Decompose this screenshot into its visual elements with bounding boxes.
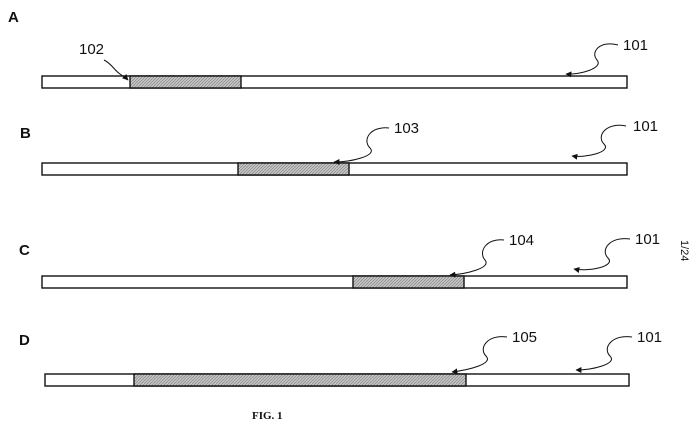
label-104: 104	[509, 232, 534, 249]
page-number: 1/24	[678, 240, 690, 261]
panel-b: B 103 101	[20, 118, 658, 176]
label-101-c: 101	[635, 231, 660, 248]
label-101-a: 101	[623, 37, 648, 54]
leader-101-c	[573, 238, 631, 273]
leader-101-b	[571, 124, 627, 160]
segment-102	[129, 75, 242, 89]
segment-103	[237, 162, 350, 176]
panel-letter-b: B	[20, 125, 31, 142]
leader-101-a	[565, 43, 619, 78]
leader-104	[449, 239, 505, 278]
strip-101-c	[41, 275, 628, 289]
label-102: 102	[79, 41, 104, 58]
segment-105	[133, 373, 467, 387]
leader-101-d	[575, 336, 633, 373]
panel-letter-d: D	[19, 332, 30, 349]
leader-102	[103, 59, 129, 81]
label-101-d: 101	[637, 329, 662, 346]
panel-letter-c: C	[19, 242, 30, 259]
figure-caption: FIG. 1	[252, 410, 283, 422]
leader-105	[451, 336, 508, 375]
label-103: 103	[394, 120, 419, 137]
label-101-b: 101	[633, 118, 658, 135]
leader-103	[333, 127, 390, 165]
label-105: 105	[512, 329, 537, 346]
panel-letter-a: A	[8, 9, 19, 26]
panel-a: A 102 101	[8, 9, 648, 89]
segment-104	[352, 275, 465, 289]
panel-c: C 104 101	[19, 231, 660, 289]
panel-d: D 105 101	[19, 329, 662, 387]
